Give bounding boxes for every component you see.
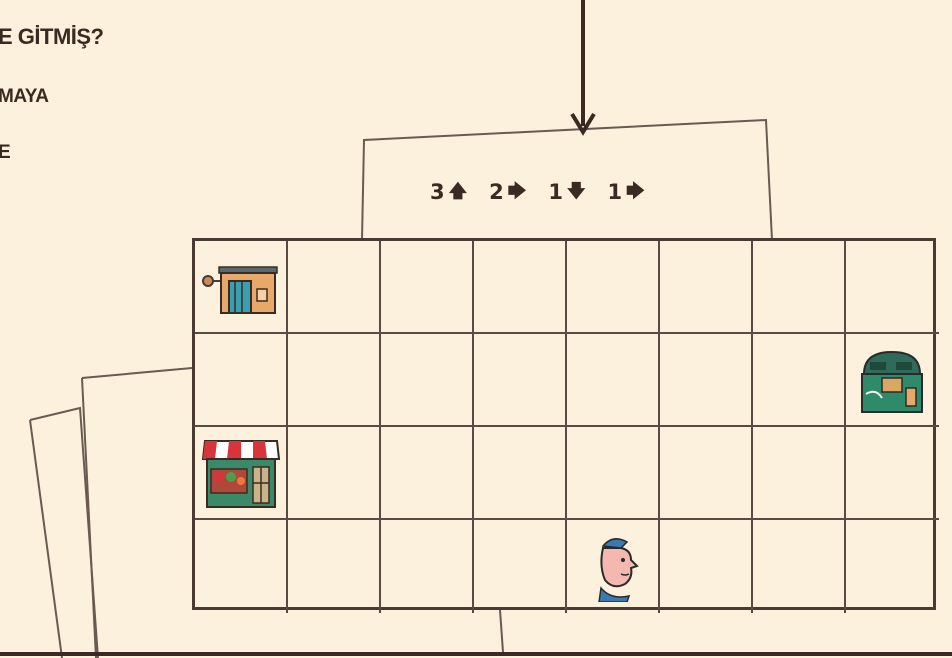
- arrow-right-icon: 🡆: [626, 183, 645, 201]
- grid-cell-r3-c4[interactable]: [474, 427, 567, 520]
- grid-cell-r4-c2[interactable]: [288, 520, 381, 613]
- grid-cell-r1-c6[interactable]: [660, 241, 753, 334]
- grid-cell-r4-c6[interactable]: [660, 520, 753, 613]
- grid-cell-r2-c8[interactable]: [846, 334, 939, 427]
- baseline-divider: [0, 652, 952, 656]
- grid-cell-r4-c8[interactable]: [846, 520, 939, 613]
- instruction-step: 1 🡇: [548, 180, 585, 204]
- step-count: 1: [548, 180, 563, 204]
- step-count: 2: [489, 180, 504, 204]
- grid-cell-r2-c1[interactable]: [195, 334, 288, 427]
- grid-cell-r2-c6[interactable]: [660, 334, 753, 427]
- step-count: 1: [608, 180, 623, 204]
- grid-cell-r2-c2[interactable]: [288, 334, 381, 427]
- market-stall-icon: [201, 437, 281, 509]
- instruction-step: 1 🡆: [608, 180, 645, 204]
- grid-cell-r2-c7[interactable]: [753, 334, 846, 427]
- grid-cell-r3-c7[interactable]: [753, 427, 846, 520]
- grid-cell-r1-c4[interactable]: [474, 241, 567, 334]
- treasure-chest-icon: [852, 344, 932, 416]
- game-grid: [192, 238, 936, 610]
- move-instructions: 3 🡅 2 🡆 1 🡇 1 🡆: [430, 172, 730, 212]
- grid-cell-r3-c3[interactable]: [381, 427, 474, 520]
- grid-cell-r2-c5[interactable]: [567, 334, 660, 427]
- instruction-step: 2 🡆: [489, 180, 526, 204]
- house-icon: [201, 251, 281, 323]
- grid-cell-r1-c2[interactable]: [288, 241, 381, 334]
- grid-cell-r1-c1[interactable]: [195, 241, 288, 334]
- grid-cell-r3-c1[interactable]: [195, 427, 288, 520]
- grid-cell-r4-c1[interactable]: [195, 520, 288, 613]
- grid-cell-r3-c2[interactable]: [288, 427, 381, 520]
- step-count: 3: [430, 180, 445, 204]
- instruction-step: 3 🡅: [430, 180, 467, 204]
- arrow-right-icon: 🡆: [508, 183, 527, 201]
- boy-character-icon: [573, 530, 653, 602]
- arrow-up-icon: 🡅: [449, 183, 468, 201]
- grid-cell-r3-c5[interactable]: [567, 427, 660, 520]
- grid-cell-r4-c4[interactable]: [474, 520, 567, 613]
- grid-cell-r1-c5[interactable]: [567, 241, 660, 334]
- grid-cell-r1-c7[interactable]: [753, 241, 846, 334]
- arrow-down-icon: 🡇: [567, 183, 586, 201]
- grid-cell-r4-c7[interactable]: [753, 520, 846, 613]
- grid-cell-r4-c3[interactable]: [381, 520, 474, 613]
- grid-cell-r1-c8[interactable]: [846, 241, 939, 334]
- grid-cell-r4-c5[interactable]: [567, 520, 660, 613]
- grid-cell-r3-c8[interactable]: [846, 427, 939, 520]
- grid-cell-r3-c6[interactable]: [660, 427, 753, 520]
- grid-cell-r2-c3[interactable]: [381, 334, 474, 427]
- grid-cell-r1-c3[interactable]: [381, 241, 474, 334]
- grid-cell-r2-c4[interactable]: [474, 334, 567, 427]
